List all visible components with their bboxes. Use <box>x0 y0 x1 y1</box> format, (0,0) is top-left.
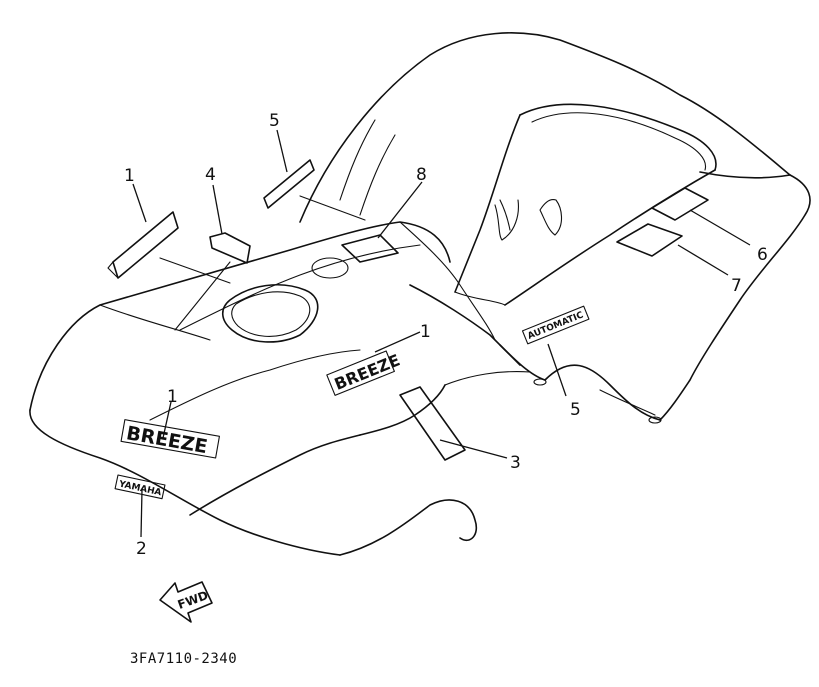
callout-5-side: 5 <box>570 400 581 420</box>
callout-4: 4 <box>205 165 216 185</box>
decal-3 <box>399 386 466 461</box>
callout-labels: 1 4 5 8 6 7 1 1 5 3 2 <box>124 111 768 559</box>
breeze-side-text: BREEZE <box>332 350 403 393</box>
breeze-front-decal: BREEZE <box>120 419 220 459</box>
callout-6: 6 <box>757 245 768 265</box>
yamaha-text: YAMAHA <box>117 479 162 498</box>
decal-4 <box>209 232 251 264</box>
leader-lines <box>132 129 751 538</box>
breeze-front-text: BREEZE <box>125 422 209 458</box>
callout-1-front: 1 <box>167 387 178 407</box>
decal-6 <box>651 187 709 221</box>
fwd-arrow: FWD <box>159 581 213 623</box>
callout-1-left: 1 <box>124 166 135 186</box>
callout-3: 3 <box>510 453 521 473</box>
callout-5-top: 5 <box>269 111 280 131</box>
decal-7 <box>616 223 683 257</box>
callout-1-mid: 1 <box>420 322 431 342</box>
breeze-side-decal: BREEZE <box>326 350 403 396</box>
callout-2: 2 <box>136 539 147 559</box>
callout-7: 7 <box>731 276 742 296</box>
decal-5-strip <box>263 159 315 209</box>
decal-1-separate <box>107 211 179 279</box>
callout-8: 8 <box>416 165 427 185</box>
part-code: 3FA7110-2340 <box>130 651 237 667</box>
fender-body <box>29 32 811 556</box>
automatic-decal: AUTOMATIC <box>521 305 590 345</box>
yamaha-decal: YAMAHA <box>114 474 166 500</box>
decal-8 <box>341 234 399 263</box>
